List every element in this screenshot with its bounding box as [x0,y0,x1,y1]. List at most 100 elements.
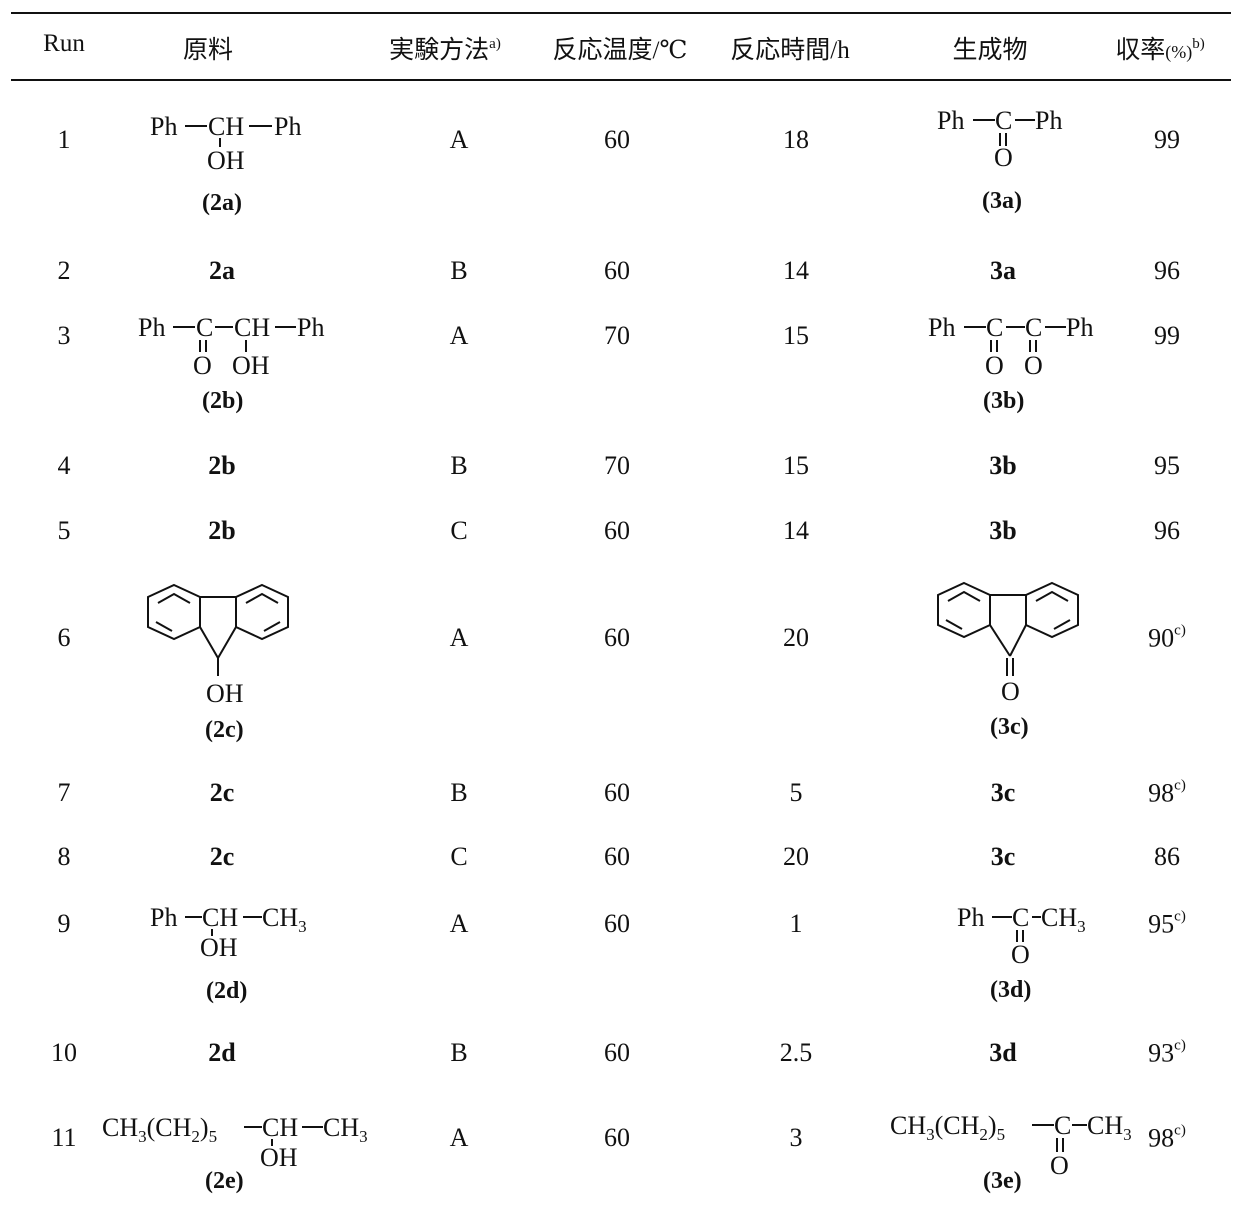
atom-oh: OH [260,1143,298,1172]
structure-2b: Ph C CH Ph O OH (2b) [138,310,338,420]
yield-note: c) [1174,908,1186,925]
atom-ph: Ph [150,903,177,932]
yield-value: 98 [1148,778,1175,808]
cell-method: B [450,451,468,480]
cell-product: 3a [990,256,1016,285]
cell-time: 14 [783,256,809,285]
cell-product: 3b [989,451,1017,480]
header-material: 原料 [182,37,234,64]
header-yield-text: 収率 [1115,37,1166,64]
structure-2e: CH3(CH2)5 CH CH3 OH (2e) [102,1110,382,1200]
cell-yield: 95c) [1148,909,1186,940]
atom-ph: Ph [1066,313,1093,342]
cell-temperature: 60 [604,623,630,652]
cell-run: 3 [57,321,71,350]
cell-product: 3c [990,778,1016,807]
cell-material: 2a [209,256,235,285]
cell-material: 2b [208,451,236,480]
cell-product: 3c [990,842,1016,871]
cell-method: A [449,321,469,350]
cell-temperature: 60 [604,909,630,938]
atom-oh: OH [206,679,244,708]
cell-material: 2c [209,842,235,871]
cell-material: 2b [208,516,236,545]
structure-3d: Ph C CH3 O (3d) [957,900,1107,1010]
atom-ch: CH [208,112,244,141]
cell-time: 20 [783,842,809,871]
cell-time: 3 [789,1123,803,1152]
structure-2c: OH (2c) [138,582,308,747]
cell-method: B [450,256,468,285]
atom-ch: CH [202,903,238,932]
cell-yield: 99 [1154,125,1180,155]
cell-method: B [450,1038,468,1067]
cell-time: 1 [789,909,803,938]
header-temperature: 反応温度/℃ [552,37,688,64]
cell-method: C [450,842,468,871]
yield-note: c) [1174,1122,1186,1139]
yield-value: 95 [1154,451,1180,480]
cell-run: 4 [57,451,71,480]
yield-note: c) [1174,622,1186,639]
cell-yield: 99 [1154,321,1180,351]
cell-yield: 98c) [1148,778,1186,809]
cell-product: 3b [989,516,1017,545]
atom-ph: Ph [1035,106,1062,135]
atom-ph: Ph [138,313,165,342]
structure-3c: O (3c) [928,580,1098,745]
label-2e: (2e) [205,1168,244,1194]
header-rule [11,79,1231,81]
cell-temperature: 70 [604,451,630,480]
cell-method: C [450,516,468,545]
cell-method: A [449,125,469,154]
yield-value: 96 [1154,256,1180,285]
label-3b: (3b) [983,388,1024,414]
cell-run: 10 [51,1038,77,1067]
atom-o: O [985,351,1004,380]
atom-c: C [1012,903,1029,932]
cell-yield: 86 [1154,842,1180,872]
atom-chain: CH3(CH2)5 [102,1113,217,1146]
structure-2d: Ph CH CH3 OH (2d) [150,900,330,1010]
cell-run: 2 [57,256,71,285]
header-run: Run [43,30,85,57]
atom-c: C [1025,313,1042,342]
header-method: 実験方法a) [389,30,501,66]
cell-time: 20 [783,623,809,652]
atom-c: C [1054,1111,1071,1140]
yield-value: 99 [1154,125,1180,154]
yield-value: 98 [1148,1123,1175,1153]
header-time: 反応時間/h [730,37,850,64]
atom-o: O [193,351,212,380]
cell-run: 11 [51,1123,77,1152]
atom-ch3: CH3 [262,903,307,936]
cell-method: B [450,778,468,807]
atom-ch: CH [234,313,270,342]
atom-o: O [1001,677,1020,706]
atom-oh: OH [207,146,245,175]
yield-value: 95 [1148,909,1175,939]
header-method-note: a) [489,36,501,52]
cell-material: 2d [208,1038,236,1067]
cell-run: 6 [57,623,71,652]
cell-yield: 90c) [1148,623,1186,654]
structure-2a: Ph CH Ph OH (2a) [150,110,320,220]
structure-3a: Ph C Ph O (3a) [937,104,1077,219]
cell-time: 14 [783,516,809,545]
cell-temperature: 60 [604,1038,630,1067]
header-product: 生成物 [952,37,1028,64]
atom-ph: Ph [274,112,301,141]
atom-ph: Ph [957,903,984,932]
cell-yield: 98c) [1148,1123,1186,1154]
cell-time: 15 [783,451,809,480]
atom-ph: Ph [937,106,964,135]
top-rule [11,12,1231,14]
cell-run: 9 [57,909,71,938]
cell-time: 5 [789,778,803,807]
header-method-text: 実験方法 [389,37,490,64]
atom-ph: Ph [150,112,177,141]
label-2b: (2b) [202,388,243,414]
cell-run: 1 [57,125,71,154]
atom-o: O [1011,940,1030,969]
yield-value: 93 [1148,1038,1175,1068]
